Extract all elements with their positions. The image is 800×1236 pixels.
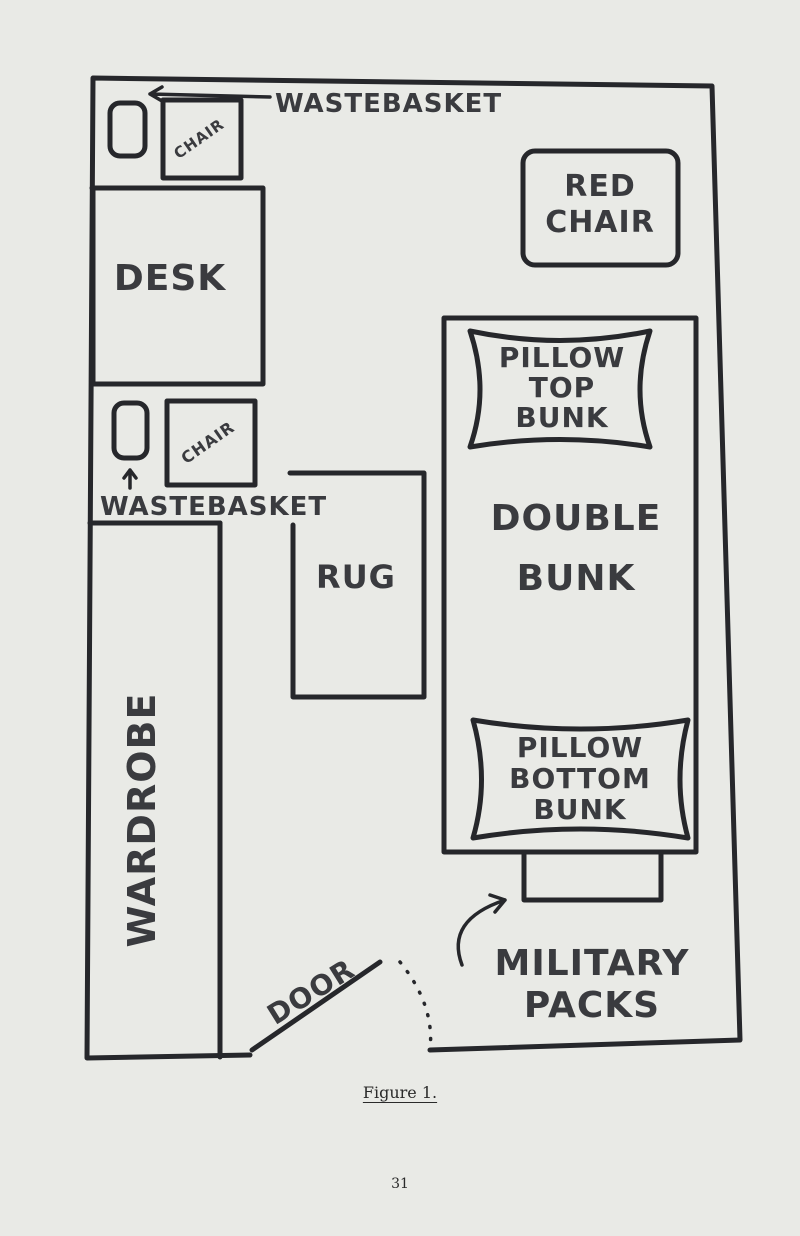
military-packs-shape xyxy=(521,849,664,903)
chair-top-shape xyxy=(160,97,244,181)
desk-label: DESK xyxy=(114,258,226,299)
military-packs-label-line1: MILITARY xyxy=(495,943,690,984)
rug-shape xyxy=(287,470,427,700)
wastebasket-top-arrow xyxy=(148,85,272,103)
wastebasket-top-shape xyxy=(107,100,148,159)
red-chair-label-line2: CHAIR xyxy=(545,205,655,240)
red-chair-label-line1: RED xyxy=(564,169,636,204)
chair-top-label: CHAIR xyxy=(170,115,227,163)
pillow-bottom-label-line3: BUNK xyxy=(533,793,627,826)
figure-caption: Figure 1. xyxy=(362,1083,438,1102)
page-number: 31 xyxy=(391,1176,409,1192)
pillow-bottom-shape xyxy=(470,717,691,841)
wastebasket-mid-arrow xyxy=(122,468,138,490)
military-packs-label-line2: PACKS xyxy=(524,985,660,1026)
door-swing-arc xyxy=(398,960,433,1052)
door-leaf xyxy=(249,959,383,1053)
double-bunk-label-line2: BUNK xyxy=(517,558,636,599)
military-packs-arrow xyxy=(456,893,507,967)
room-wall xyxy=(84,75,743,1061)
chair-mid-shape xyxy=(164,398,258,488)
double-bunk-shape xyxy=(441,315,699,855)
chair-mid-label: CHAIR xyxy=(177,417,238,467)
pillow-top-label-line3: BUNK xyxy=(515,401,609,434)
wastebasket-mid-label: WASTEBASKET xyxy=(100,492,327,522)
pillow-bottom-label-line1: PILLOW xyxy=(517,731,643,764)
pillow-top-label-line2: TOP xyxy=(529,371,595,404)
double-bunk-label-line1: DOUBLE xyxy=(491,498,662,539)
rug-label: RUG xyxy=(316,558,396,596)
wastebasket-mid-shape xyxy=(111,400,150,461)
pillow-top-shape xyxy=(467,328,653,450)
wastebasket-top-label: WASTEBASKET xyxy=(275,89,502,119)
door-label: DOOR xyxy=(261,952,360,1031)
desk-shape xyxy=(90,185,266,387)
red-chair-shape xyxy=(520,148,681,268)
pillow-bottom-label-line2: BOTTOM xyxy=(509,762,651,795)
pillow-top-label-line1: PILLOW xyxy=(499,341,625,374)
wardrobe-label: WARDROBE xyxy=(120,693,164,948)
